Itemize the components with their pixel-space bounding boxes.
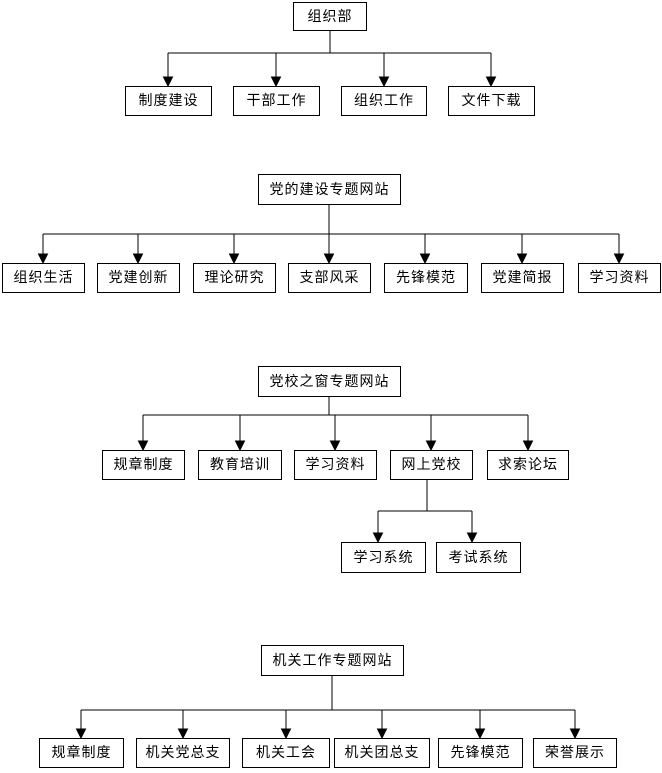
node-quest-forum: 求索论坛 bbox=[487, 450, 569, 480]
node-party-building-bulletin: 党建简报 bbox=[481, 263, 564, 293]
node-office-party-branch: 机关党总支 bbox=[136, 738, 230, 768]
node-system-construction: 制度建设 bbox=[125, 86, 212, 116]
node-organization-life: 组织生活 bbox=[2, 263, 85, 293]
tree1-connectors bbox=[162, 31, 497, 88]
tree2-connectors bbox=[37, 205, 625, 265]
node-party-building-site: 党的建设专题网站 bbox=[258, 174, 401, 205]
node-office-work-site: 机关工作专题网站 bbox=[261, 645, 404, 676]
node-study-materials-2: 学习资料 bbox=[294, 450, 377, 480]
node-study-materials: 学习资料 bbox=[578, 263, 661, 293]
node-education-training: 教育培训 bbox=[198, 450, 282, 480]
tree4-connectors bbox=[75, 676, 581, 740]
node-branch-style: 支部风采 bbox=[288, 263, 371, 293]
node-online-party-school: 网上党校 bbox=[390, 450, 473, 480]
node-organization-department: 组织部 bbox=[293, 2, 367, 31]
node-file-download: 文件下载 bbox=[448, 86, 535, 116]
node-rules-regulations: 规章制度 bbox=[102, 450, 185, 480]
node-party-school-window-site: 党校之窗专题网站 bbox=[258, 366, 401, 397]
node-honor-display: 荣誉展示 bbox=[533, 738, 617, 768]
node-office-trade-union: 机关工会 bbox=[242, 738, 330, 768]
node-party-building-innovation: 党建创新 bbox=[97, 263, 180, 293]
node-theory-research: 理论研究 bbox=[193, 263, 276, 293]
node-pioneer-model: 先锋模范 bbox=[384, 263, 468, 293]
node-pioneer-model-2: 先锋模范 bbox=[438, 738, 523, 768]
node-rules-regulations-2: 规章制度 bbox=[39, 738, 124, 768]
node-learning-system: 学习系统 bbox=[341, 542, 426, 573]
node-cadre-work: 干部工作 bbox=[233, 86, 320, 116]
node-office-youth-league: 机关团总支 bbox=[334, 738, 430, 768]
node-exam-system: 考试系统 bbox=[436, 542, 521, 573]
node-organization-work: 组织工作 bbox=[341, 86, 427, 116]
